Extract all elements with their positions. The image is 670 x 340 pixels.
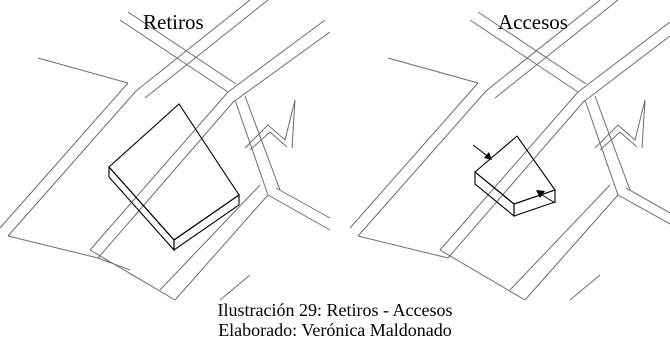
street-grid <box>0 0 331 301</box>
access-arrows <box>472 144 556 204</box>
building-side <box>474 170 515 218</box>
street-grid <box>349 0 670 301</box>
access-arrow-bottom <box>536 190 556 204</box>
access-arrow-top <box>472 144 492 160</box>
retiros-building <box>108 103 240 252</box>
figure-caption: Ilustración 29: Retiros - Accesos <box>217 300 453 320</box>
panel-title-retiros: Retiros <box>143 10 204 34</box>
building-front <box>513 189 556 217</box>
figure-credit: Elaborado: Verónica Maldonado <box>218 320 452 340</box>
retiros-diagram <box>0 0 331 301</box>
building-roof <box>108 103 240 241</box>
panel-title-accesos: Accesos <box>498 10 568 34</box>
building-front <box>173 193 240 252</box>
accesos-diagram <box>349 0 670 301</box>
